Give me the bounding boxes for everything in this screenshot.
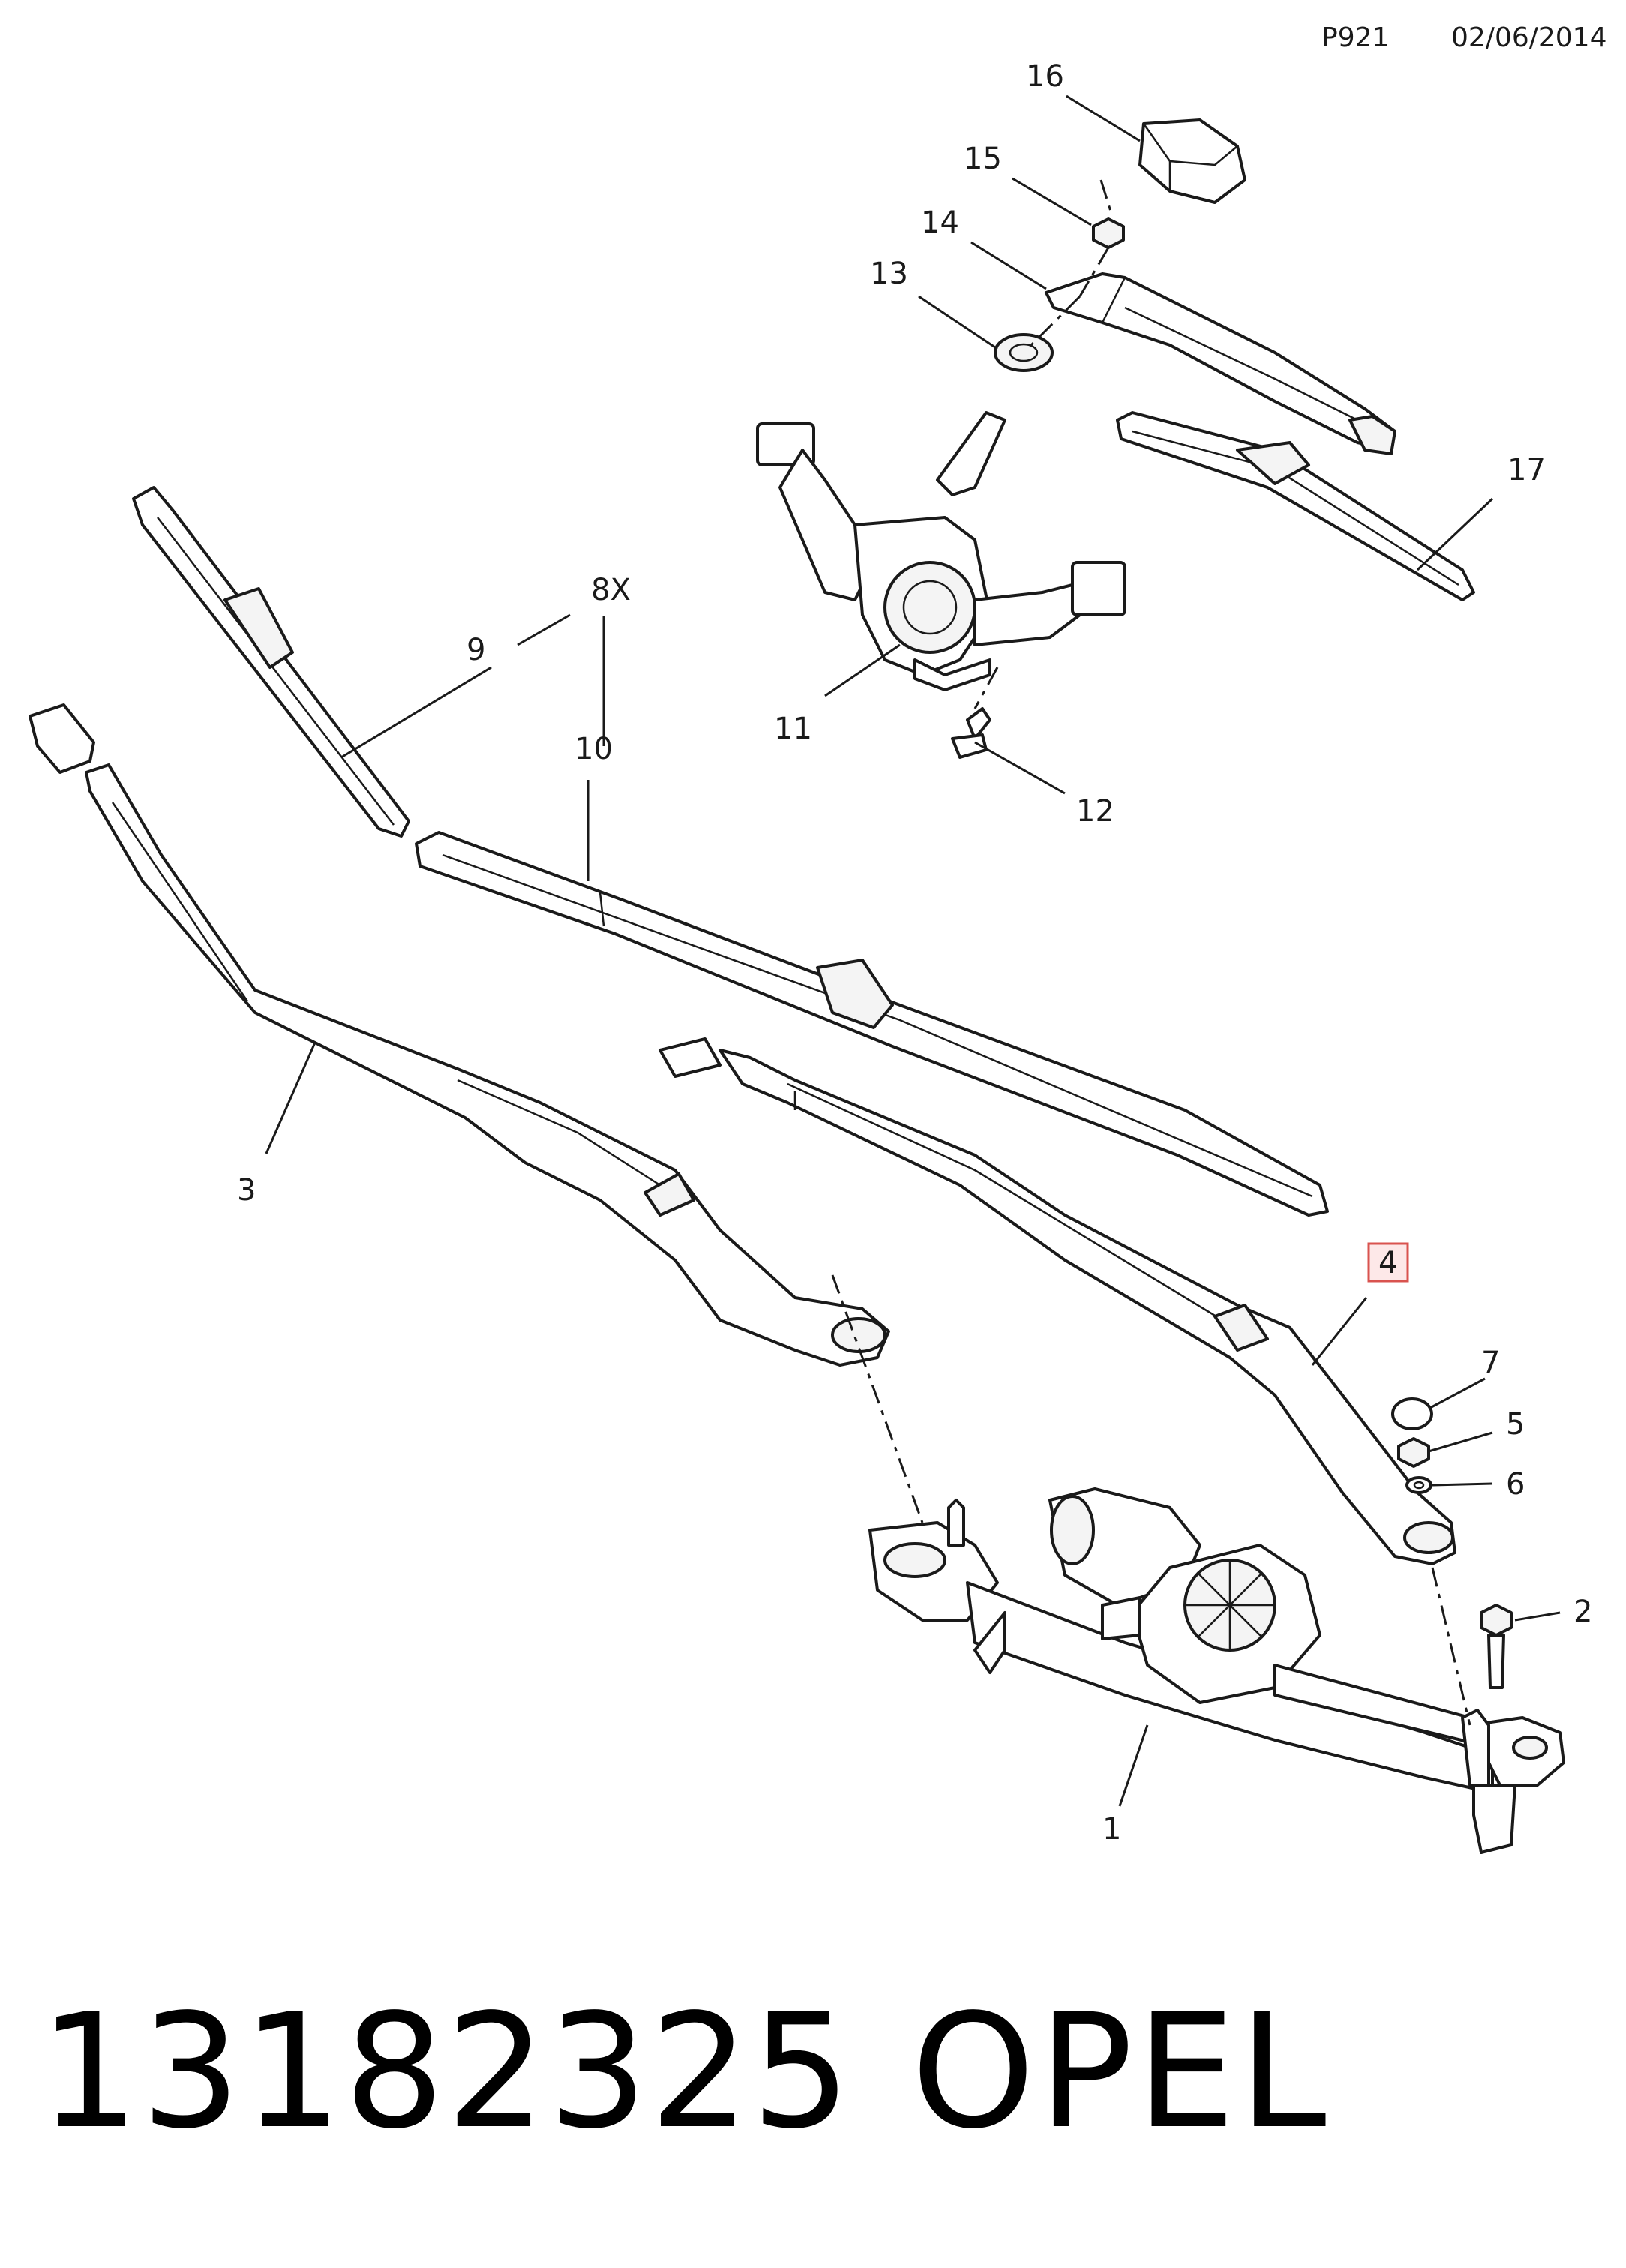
part-1-linkage-motor[interactable] [868,1487,1565,1854]
part-3-arm-left[interactable] [28,704,890,1366]
part-4-arm-right[interactable] [658,1037,1456,1565]
callout-10: 10 [574,732,613,766]
part-15-nut[interactable] [1092,218,1125,249]
part-9-blade-left[interactable] [132,486,410,838]
part-5-nut[interactable] [1397,1437,1430,1468]
parts-diagram: 16 15 14 13 17 8X 9 10 11 12 3 4 7 5 6 2… [28,59,1592,1854]
callout-4-highlight [1367,1242,1409,1282]
part-16-cap[interactable] [1138,118,1246,204]
part-14-rear-arm[interactable] [1045,272,1396,455]
part-10-blade-long[interactable] [415,831,1329,1216]
callout-3: 3 [237,1173,256,1208]
callout-7: 7 [1481,1346,1500,1380]
part-13-grommet[interactable] [994,333,1054,372]
callout-13: 13 [870,256,908,291]
callout-2: 2 [1574,1594,1592,1629]
callout-12: 12 [1076,794,1114,829]
callout-15: 15 [964,142,1002,176]
callout-5: 5 [1506,1407,1525,1442]
callout-17: 17 [1508,453,1546,488]
callout-11: 11 [774,712,812,746]
callout-6: 6 [1506,1467,1525,1502]
diagram-date: 02/06/2014 [1451,22,1607,53]
part-6-washer[interactable] [1406,1476,1432,1494]
part-12-bolt[interactable] [951,707,992,759]
callout-4: 4 [1378,1246,1397,1280]
brand-name: OPEL [911,1980,1330,2164]
part-11-rear-motor[interactable] [756,411,1126,692]
callout-16: 16 [1026,59,1064,94]
part-7-cap[interactable] [1391,1397,1433,1430]
part-17-rear-blade[interactable] [1116,411,1475,602]
callout-8x: 8X [591,573,631,608]
callout-14: 14 [921,206,959,240]
diagram-code: P921 [1322,22,1390,53]
callout-1: 1 [1102,1812,1121,1846]
part-2-bolt[interactable] [1480,1604,1513,1689]
part-number: 13182325 [39,1980,853,2164]
callout-9: 9 [466,633,485,668]
